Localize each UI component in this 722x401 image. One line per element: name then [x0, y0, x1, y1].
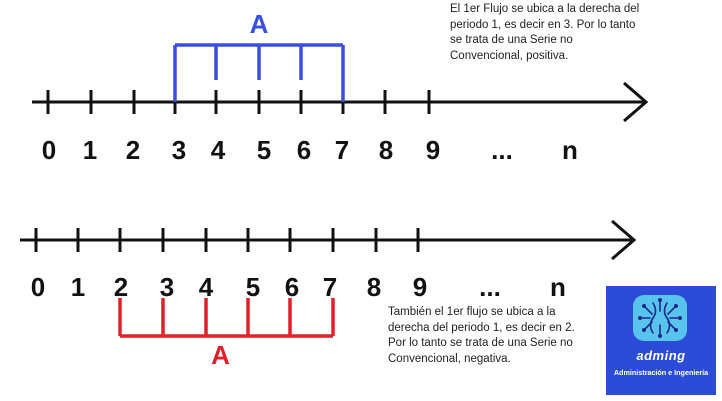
period-label: 8 [367, 272, 381, 302]
timeline-arrowhead [611, 219, 637, 261]
period-label: 0 [31, 272, 45, 302]
period-label: 3 [160, 272, 174, 302]
ellipsis-label: ... [479, 272, 501, 302]
note-line: se trata de una Serie no [450, 34, 573, 46]
annuity-label: A [250, 9, 269, 39]
period-label: n [562, 135, 578, 165]
period-label: 6 [297, 135, 311, 165]
note-line: Convencional, positiva. [450, 49, 569, 62]
circuit-network-icon [633, 295, 687, 341]
note-line: Convencional, negativa. [388, 352, 511, 365]
period-label: 1 [83, 135, 97, 165]
note-line: El 1er Flujo se ubica a la derecha del [450, 3, 640, 15]
period-label: 2 [114, 272, 128, 302]
period-label: 3 [172, 135, 186, 165]
adming-logo: adming Administración e Ingeniería [606, 286, 716, 395]
ellipsis-label: ... [491, 135, 513, 165]
period-label: n [550, 272, 566, 302]
period-label: 2 [126, 135, 140, 165]
period-label: 1 [71, 272, 85, 302]
note-line: derecha del periodo 1, es decir en 2. [388, 321, 575, 334]
period-label: 6 [285, 272, 299, 302]
top-explanation-note: El 1er Flujo se ubica a la derecha del p… [450, 2, 718, 64]
period-label: 8 [379, 135, 393, 165]
logo-name: adming [636, 348, 686, 363]
period-label: 9 [413, 272, 427, 302]
period-label: 7 [323, 272, 337, 302]
note-line: periodo 1, es decir en 3. Por lo tanto [450, 18, 636, 31]
annuity-label: A [211, 340, 230, 370]
note-line: También el 1er flujo se ubica a la [388, 306, 556, 318]
timeline-arrowhead [623, 81, 649, 123]
period-label: 4 [199, 272, 214, 302]
period-label: 9 [426, 135, 440, 165]
period-label: 7 [335, 135, 349, 165]
note-line: Por lo tanto se trata de una Serie no [388, 337, 573, 349]
bottom-explanation-note: También el 1er flujo se ubica a la derec… [388, 305, 603, 367]
period-label: 5 [257, 135, 271, 165]
period-label: 0 [42, 135, 56, 165]
logo-subtitle: Administración e Ingeniería [613, 368, 709, 377]
period-label: 4 [211, 135, 226, 165]
period-label: 5 [246, 272, 260, 302]
